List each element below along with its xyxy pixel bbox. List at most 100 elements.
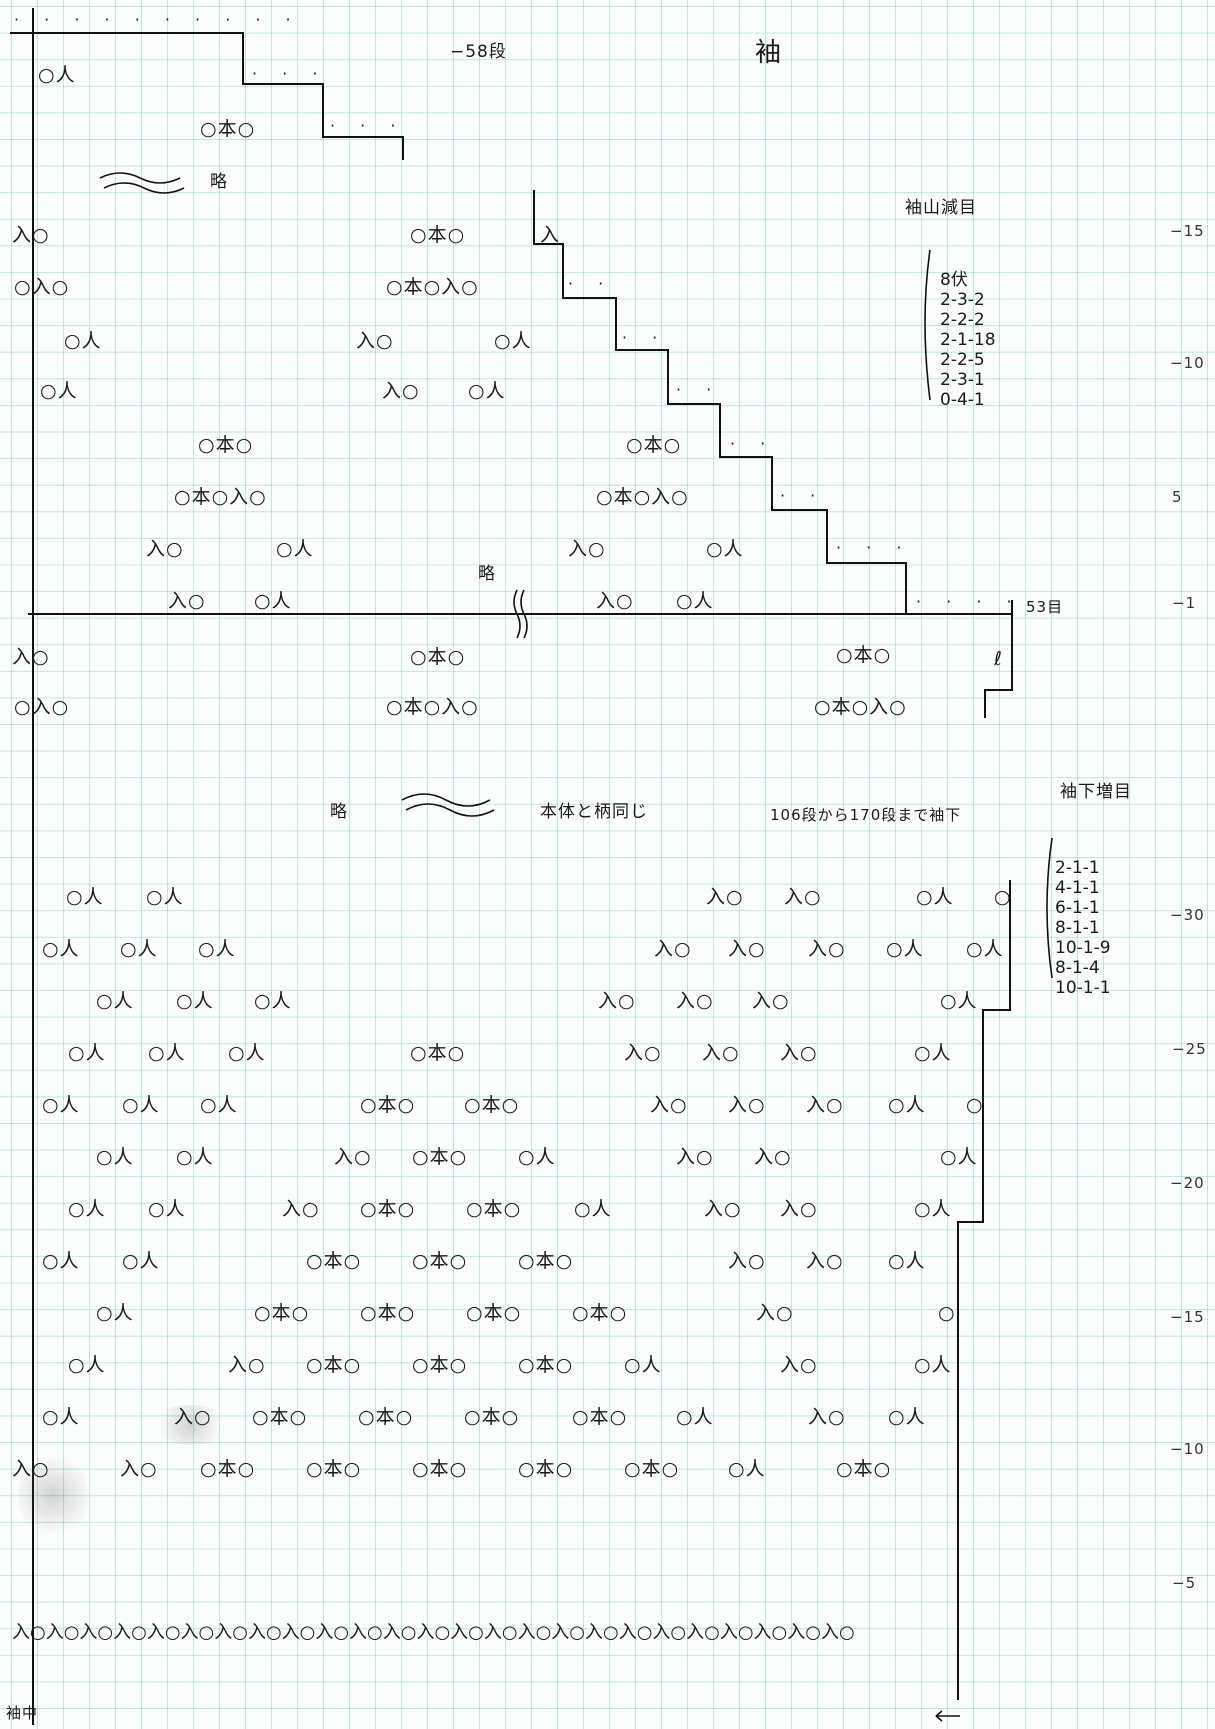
omit-mark: 略	[330, 804, 348, 821]
stitch-symbol: ○人	[148, 1200, 186, 1219]
stitch-symbol: ○人	[146, 888, 184, 907]
stitch-symbol: 入○	[650, 1096, 688, 1115]
stitch-symbol: 入○	[756, 1304, 794, 1323]
row-number: −5	[1172, 1576, 1196, 1591]
stitch-symbol: ○人	[728, 1460, 766, 1479]
stitch-symbol: 入○	[808, 1408, 846, 1427]
bind-off-dots: · ·	[780, 488, 825, 504]
row-number: −25	[1172, 1042, 1207, 1057]
stitch-symbol: 入○	[754, 1148, 792, 1167]
stitch-symbol: ○人	[966, 940, 1004, 959]
stitch-symbol: 入○	[168, 592, 206, 611]
stitch-symbol: ○	[994, 888, 1012, 907]
stitch-symbol: ○本○	[358, 1408, 413, 1427]
stitch-symbol: ○本○	[464, 1408, 519, 1427]
row-number: −15	[1170, 224, 1205, 239]
stitch-symbol: ○人	[176, 992, 214, 1011]
stitch-symbol: 入○	[784, 888, 822, 907]
stitch-symbol: ○本○	[410, 1044, 465, 1063]
stitch-symbol: ○本○	[626, 436, 681, 455]
stitch-symbol: ○人	[888, 1096, 926, 1115]
stitch-symbol: ○人	[200, 1096, 238, 1115]
sleeve-title: 袖	[755, 40, 782, 66]
stitch-symbol: 入○	[228, 1356, 266, 1375]
stitch-symbol: 入○	[780, 1044, 818, 1063]
stitch-symbol: ○人	[888, 1252, 926, 1271]
stitch-symbol: 入○	[806, 1096, 844, 1115]
stitch-row-long: 入○入○入○入○入○入○入○入○入○入○入○入○入○入○入○入○入○入○入○入○…	[12, 1624, 855, 1642]
seam-note: 106段から170段まで袖下	[770, 808, 961, 823]
underarm-step: 2-1-1	[1055, 858, 1100, 878]
body-same-note: 本体と柄同じ	[540, 804, 648, 821]
stitch-symbol: 入○	[728, 1096, 766, 1115]
bind-off-dots: · ·	[676, 382, 721, 398]
stitch-symbol: ○人	[676, 1408, 714, 1427]
stitch-symbol: ○本○	[360, 1200, 415, 1219]
row-number: −20	[1170, 1176, 1205, 1191]
stitch-symbol: ○人	[276, 540, 314, 559]
stitch-symbol: 入○	[12, 648, 50, 667]
stitch-symbol: 入○	[174, 1408, 212, 1427]
row-number: −30	[1170, 908, 1205, 923]
stitch-symbol: ○本○	[412, 1252, 467, 1271]
stitch-symbol: ○人	[916, 888, 954, 907]
stitch-symbol: 入○	[334, 1148, 372, 1167]
stitch-symbol: ○	[938, 1304, 956, 1323]
bind-off-dots: · · · ·	[916, 594, 1022, 610]
cap-step: 2-1-18	[940, 330, 996, 350]
stitch-symbol: ○人	[706, 540, 744, 559]
stitch-symbol: ○本○	[836, 646, 891, 665]
stitch-symbol: ○本○	[360, 1304, 415, 1323]
stitch-symbol: ○人	[940, 992, 978, 1011]
underarm-step: 8-1-1	[1055, 918, 1100, 938]
underarm-step: 10-1-1	[1055, 978, 1111, 998]
top-row-label: −58段	[450, 44, 507, 61]
stitch-symbol: ○	[966, 1096, 984, 1115]
stitch-symbol: 入○	[654, 940, 692, 959]
stitch-symbol: 入○	[808, 940, 846, 959]
stitch-symbol: ○本○	[306, 1356, 361, 1375]
stitch-symbol: ○本○	[410, 226, 465, 245]
stitch-symbol: 入○	[282, 1200, 320, 1219]
stitch-symbol: 入○	[806, 1252, 844, 1271]
bind-off-dots: · ·	[730, 436, 775, 452]
stitch-symbol: ○人	[122, 1252, 160, 1271]
stitch-symbol: 入○	[780, 1356, 818, 1375]
stitch-symbol: ○本○	[410, 648, 465, 667]
stitch-symbol: 入○	[780, 1200, 818, 1219]
stitch-symbol: 入○	[598, 992, 636, 1011]
stitch-symbol: ○本○	[572, 1408, 627, 1427]
stitch-symbol: 入○	[704, 1200, 742, 1219]
cap-decrease-steps: 8伏 2-3-2 2-2-2 2-1-18 2-2-5 2-3-1 0-4-1	[940, 250, 996, 410]
stitch-symbol: ○人	[68, 1356, 106, 1375]
stitch-symbol: ℓ	[994, 650, 1003, 669]
stitch-symbol: ○本○	[572, 1304, 627, 1323]
stitch-symbol: ○本○	[464, 1096, 519, 1115]
stitch-symbol: ○本○	[518, 1356, 573, 1375]
stitch-symbol: ○本○入○	[174, 488, 267, 507]
stitch-symbol: ○人	[914, 1200, 952, 1219]
stitch-symbol: ○人	[468, 382, 506, 401]
stitch-symbol: ○人	[96, 992, 134, 1011]
stitch-symbol: ○人	[228, 1044, 266, 1063]
stitch-symbol: ○本○	[200, 120, 255, 139]
cap-step: 0-4-1	[940, 390, 985, 410]
stitch-symbol: 入○	[702, 1044, 740, 1063]
cap-decrease-heading: 袖山減目	[905, 200, 977, 217]
stitch-symbol: ○人	[940, 1148, 978, 1167]
stitch-symbol: ○人	[64, 332, 102, 351]
stitch-symbol: ○入○	[14, 278, 69, 297]
stitch-symbol: ○人	[254, 992, 292, 1011]
stitch-symbol: 入○	[382, 382, 420, 401]
stitch-symbol: ○人	[68, 1044, 106, 1063]
row-number: −1	[1172, 596, 1196, 611]
stitch-symbol: 入○	[676, 992, 714, 1011]
stitch-symbol: ○本○	[412, 1460, 467, 1479]
stitch-symbol: ○人	[66, 888, 104, 907]
stitch-symbol: 入○	[12, 226, 50, 245]
stitch-symbol: ○人	[254, 592, 292, 611]
bind-off-dots: · ·	[622, 330, 667, 346]
row-number: −10	[1170, 1442, 1205, 1457]
underarm-step: 4-1-1	[1055, 878, 1100, 898]
stitch-symbol: ○人	[122, 1096, 160, 1115]
